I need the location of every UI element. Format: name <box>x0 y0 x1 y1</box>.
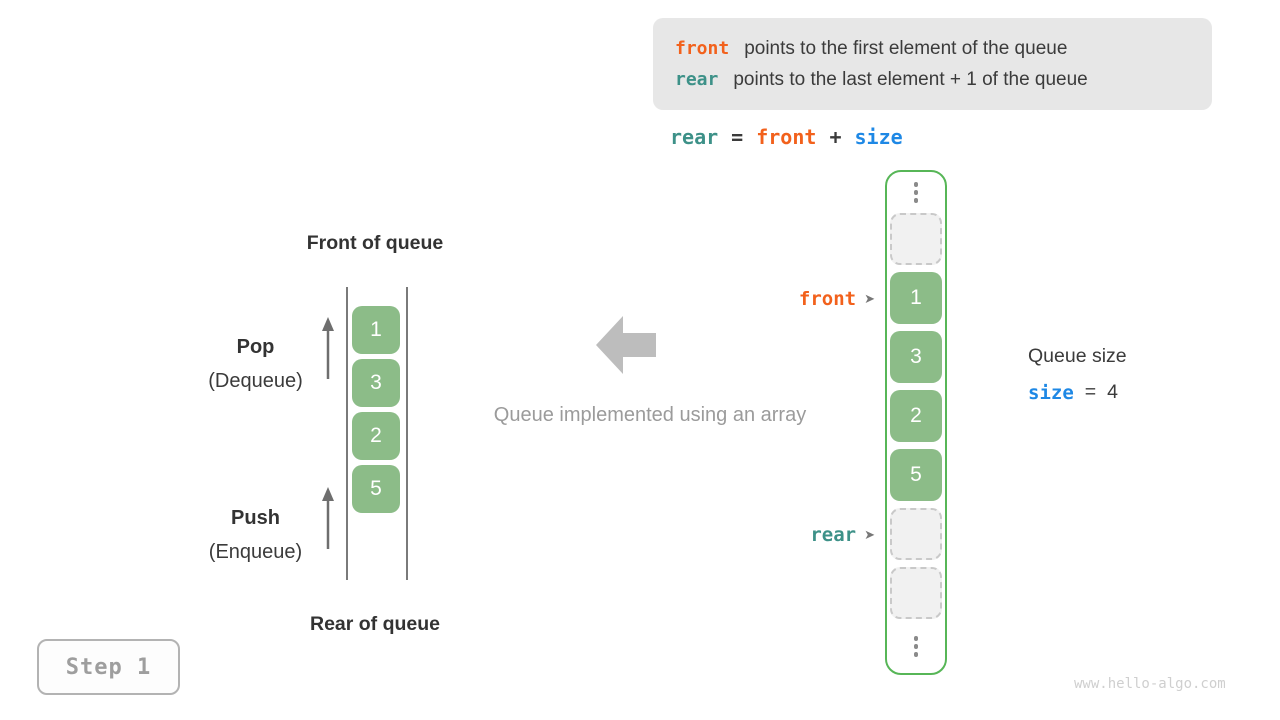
pop-label: Pop <box>236 336 275 358</box>
rear-description: points to the last element + 1 of the qu… <box>733 68 1088 90</box>
front-of-queue-label: Front of queue <box>306 232 444 254</box>
array-cell: 1 <box>890 272 942 324</box>
size-value: 4 <box>1107 381 1119 403</box>
array-cell: 2 <box>890 390 942 442</box>
rear-keyword: rear <box>675 68 719 90</box>
queue-rail-right <box>406 287 408 580</box>
array-cell: 5 <box>890 449 942 501</box>
push-label: Push <box>231 507 280 529</box>
pop-up-arrow-icon <box>322 317 334 379</box>
queue-cell: 3 <box>352 359 400 407</box>
array-cell-empty <box>890 508 942 560</box>
enqueue-label: (Enqueue) <box>208 541 303 563</box>
front-pointer: front ➤ <box>730 285 875 313</box>
queue-cell: 2 <box>352 412 400 460</box>
front-pointer-label: front <box>798 288 857 310</box>
pointer-formula: rear = front + size <box>670 122 903 152</box>
queue-size-label: Queue size <box>1028 345 1127 367</box>
step-badge: Step 1 <box>37 639 180 695</box>
formula-plus: + <box>829 125 842 149</box>
push-up-arrow-icon <box>322 487 334 549</box>
queue-cell: 5 <box>352 465 400 513</box>
pop-label-group: Pop (Dequeue) <box>158 336 353 393</box>
watermark: www.hello-algo.com <box>1074 676 1226 692</box>
rear-of-queue-label: Rear of queue <box>309 613 441 635</box>
ellipsis-top-icon <box>885 182 947 203</box>
legend-line-rear: rear points to the last element + 1 of t… <box>675 69 1212 91</box>
pointer-legend: front points to the first element of the… <box>653 18 1212 110</box>
size-equals: = <box>1084 381 1097 403</box>
formula-size: size <box>854 125 903 149</box>
rear-pointer-label: rear <box>810 524 857 546</box>
rear-pointer: rear ➤ <box>730 521 875 549</box>
left-block-arrow-icon <box>596 316 656 374</box>
pointer-arrow-icon: ➤ <box>864 527 875 543</box>
legend-line-front: front points to the first element of the… <box>675 38 1212 60</box>
pointer-arrow-icon: ➤ <box>864 291 875 307</box>
formula-rear: rear <box>670 125 719 149</box>
queue-rail-left <box>346 287 348 580</box>
array-cell-empty <box>890 213 942 265</box>
front-keyword: front <box>675 37 730 59</box>
formula-equals: = <box>731 125 744 149</box>
array-cell: 3 <box>890 331 942 383</box>
front-description: points to the first element of the queue <box>744 37 1068 59</box>
ellipsis-bottom-icon <box>885 636 947 657</box>
size-keyword: size <box>1028 381 1074 404</box>
queue-cell: 1 <box>352 306 400 354</box>
dequeue-label: (Dequeue) <box>208 370 303 392</box>
diagram-caption: Queue implemented using an array <box>493 404 807 426</box>
array-cell-empty <box>890 567 942 619</box>
queue-size-equation: size = 4 <box>1028 381 1118 404</box>
push-label-group: Push (Enqueue) <box>158 507 353 564</box>
formula-front: front <box>756 125 817 149</box>
